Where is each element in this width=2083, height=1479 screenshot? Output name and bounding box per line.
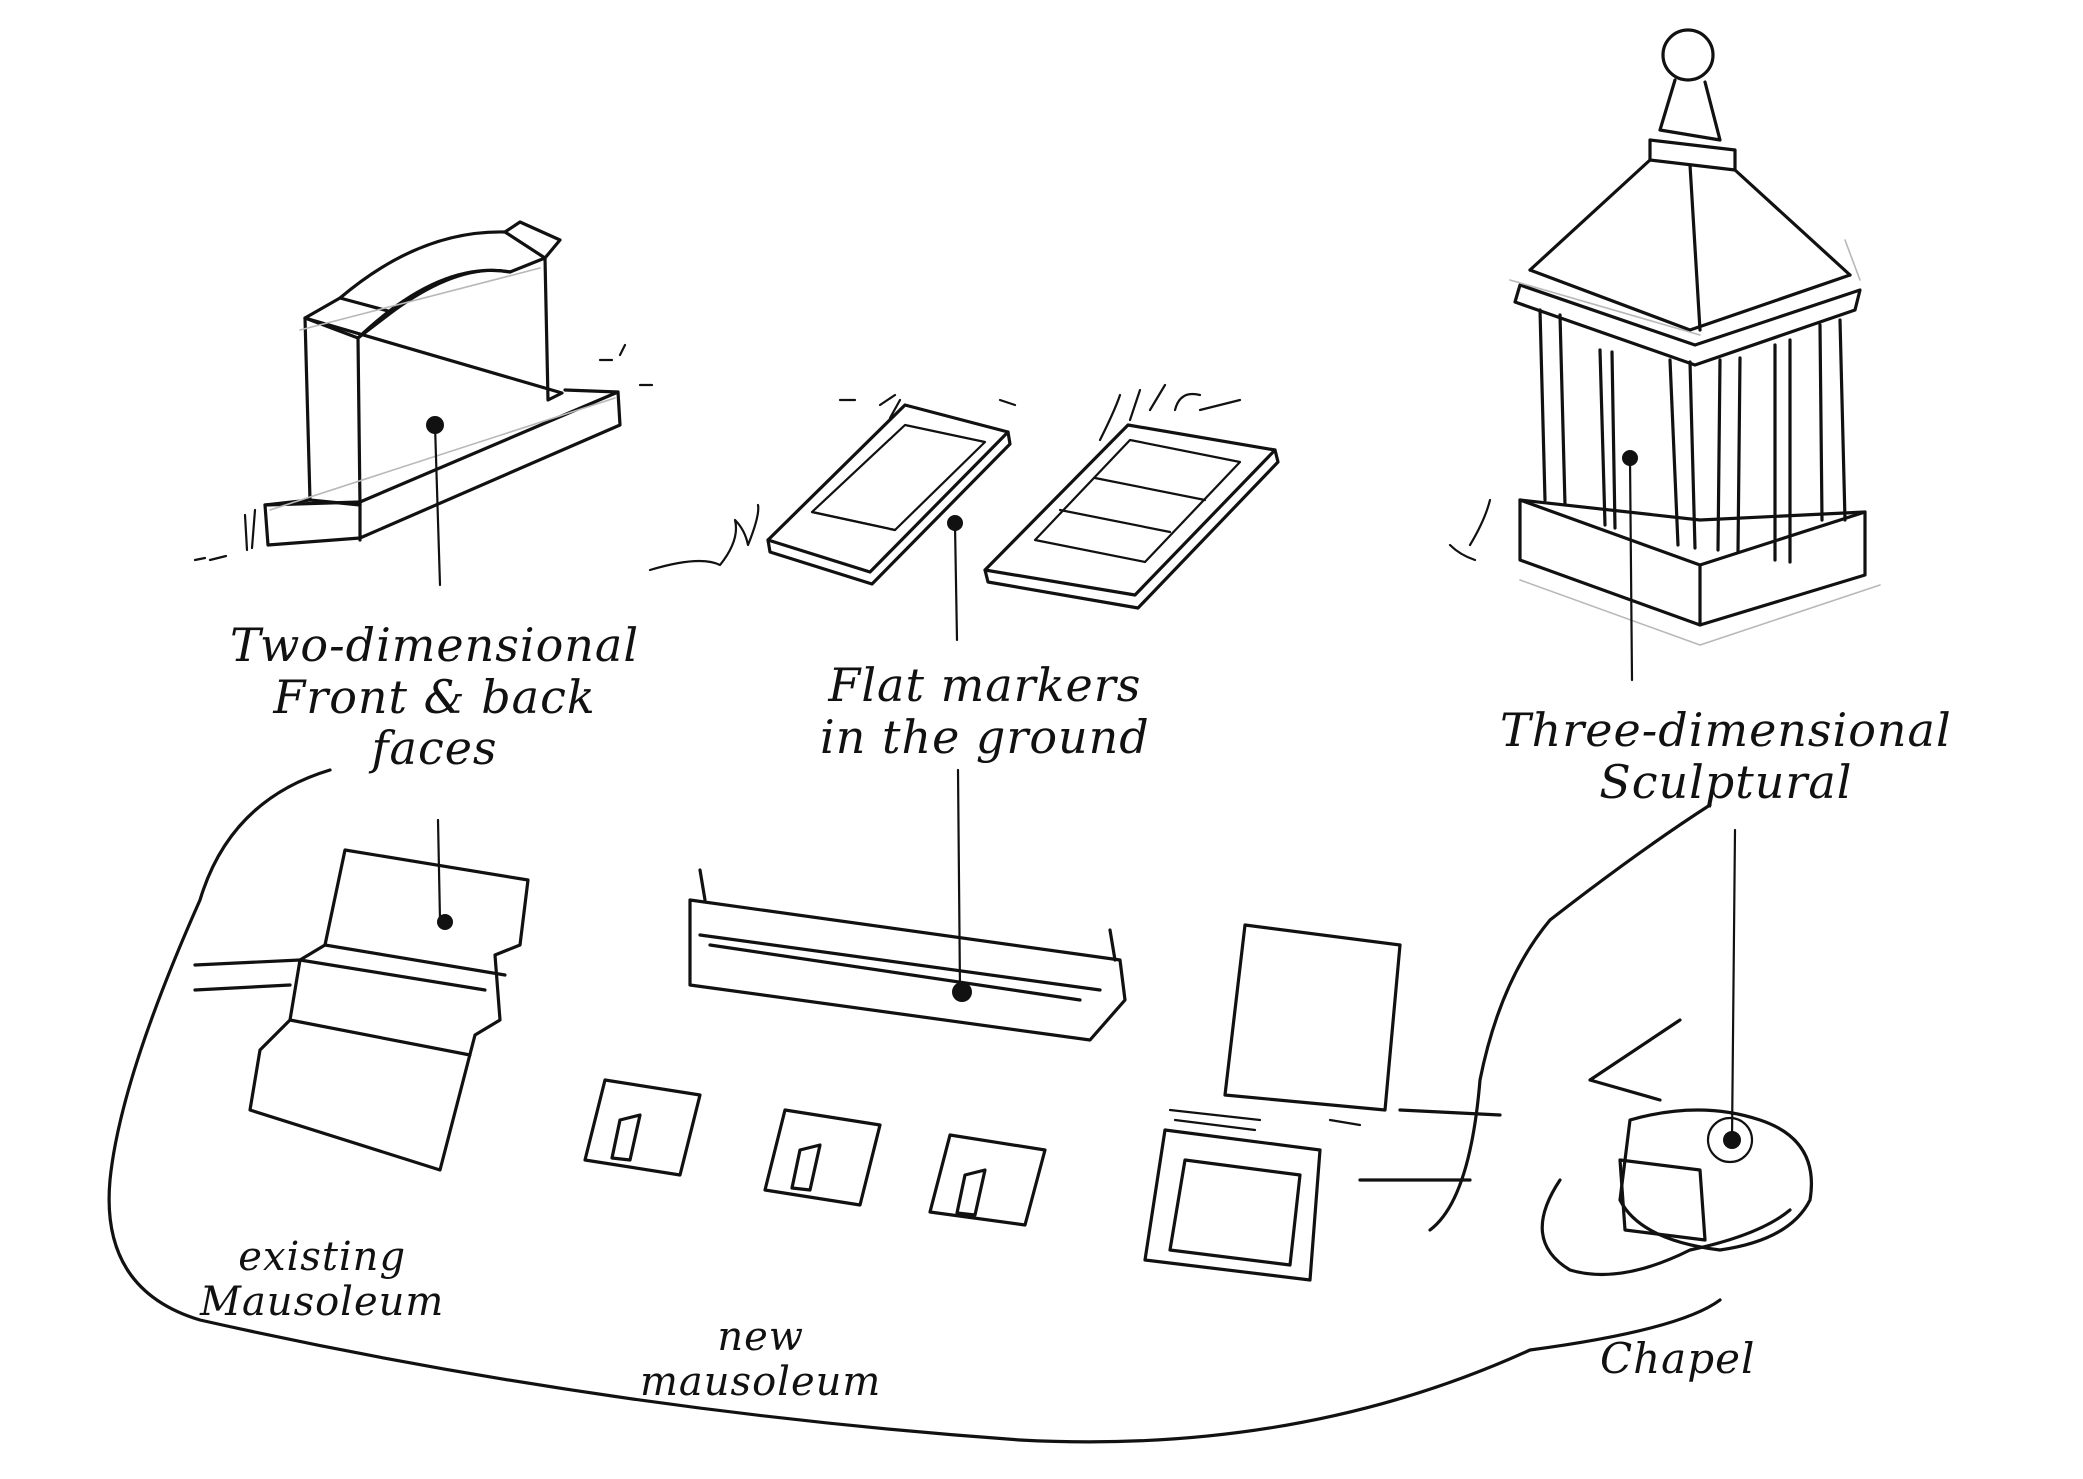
front-back-faces-text: Front & back (273, 669, 596, 724)
existing-mausoleum-label: existing Mausoleum (200, 1235, 444, 1325)
in-the-ground-text: in the ground (820, 709, 1150, 764)
courtyard-plan (1143, 923, 1502, 1282)
two-dimensional-label: Two-dimensional Front & back faces (230, 618, 640, 776)
new-text: new (717, 1314, 804, 1360)
new-mausoleum-text: mausoleum (640, 1358, 882, 1405)
flat-markers-drawing (648, 383, 1280, 642)
two-dimensional-title: Two-dimensional (230, 618, 640, 672)
existing-mausoleum-plan (193, 818, 530, 1172)
mausoleum-text: Mausoleum (200, 1278, 445, 1325)
new-mausoleum-plan (583, 768, 1127, 1227)
sculptural-text: Sculptural (1599, 754, 1853, 809)
flat-markers-title: Flat markers (828, 658, 1142, 712)
headstone-drawing (193, 220, 654, 587)
three-dimensional-label: Three-dimensional Sculptural (1500, 703, 1952, 809)
existing-text: existing (238, 1234, 407, 1280)
three-dimensional-title: Three-dimensional (1500, 703, 1952, 757)
faces-text: faces (371, 721, 498, 776)
sculptural-monument-drawing (1448, 28, 1881, 682)
new-mausoleum-label: new mausoleum (640, 1315, 881, 1405)
flat-markers-label: Flat markers in the ground (820, 658, 1150, 764)
site-plan-drawing (107, 768, 1813, 1444)
chapel-label: Chapel (1600, 1334, 1756, 1383)
chapel-plan (1618, 828, 1813, 1252)
